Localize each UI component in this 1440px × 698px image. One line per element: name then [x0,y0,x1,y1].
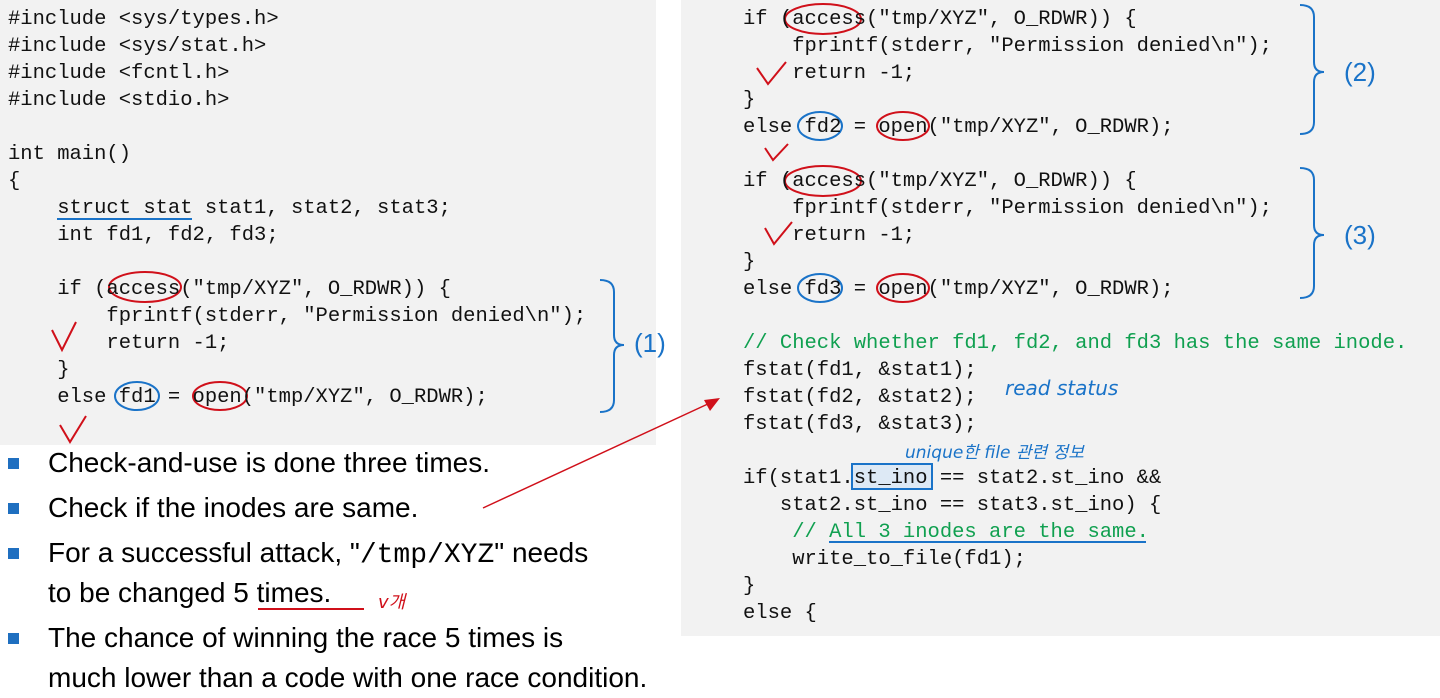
code-line: #include <sys/stat.h> [8,35,267,58]
code-line [743,141,1407,168]
bullet-text: Check if the inodes are same. [48,492,419,523]
code-line: fprintf(stderr, "Permission denied\n"); [743,197,1272,220]
code-line: } [743,251,756,274]
code-line: } [8,359,70,382]
bullet-text: For a successful attack, "/tmp/XYZ" need… [48,533,588,576]
code-line: int fd1, fd2, fd3; [8,224,279,247]
bracket-3 [1299,167,1325,299]
code-line: if (access("tmp/XYZ", O_RDWR)) { [8,278,451,301]
access-circle-3 [784,165,862,197]
path-text: /tmp/XYZ [359,540,495,571]
text-segment: " needs [494,537,589,568]
code-line: else fd3 = open("tmp/XYZ", O_RDWR); [743,278,1174,301]
code-comment-line: // All 3 inodes are the same. [743,521,1149,544]
code-line: } [743,89,756,112]
check-mark-icon [764,143,789,162]
code-line: fstat(fd2, &stat2); [743,386,977,409]
five-times-text: 5 times [233,577,324,608]
open-circle-1 [192,381,248,411]
code-line: fstat(fd1, &stat1); [743,359,977,382]
code-line: return -1; [8,332,230,355]
code-line: #include <fcntl.h> [8,62,230,85]
code-line: int main() [8,143,132,166]
bullet-square-icon [8,458,19,469]
access-circle-1 [108,271,182,303]
bracket-2 [1299,4,1325,135]
code-line: else fd1 = open("tmp/XYZ", O_RDWR); [8,386,488,409]
bullet-text: Check-and-use is done three times. [48,447,490,478]
code-line: write_to_file(fd1); [743,548,1026,571]
pointer-arrow-line [482,402,711,509]
bracket-label-1: (1) [634,328,666,358]
code-line: return -1; [743,224,916,247]
open-circle-3 [876,273,930,303]
check-mark-icon [756,61,787,86]
st-ino-highlight-box [851,463,933,490]
code-line: if(stat1.st_ino == stat2.st_ino && [743,467,1162,490]
code-line: } [743,575,756,598]
code-line: struct stat stat1, stat2, stat3; [8,197,451,220]
access-circle-2 [784,3,862,35]
text-segment: . [323,577,332,608]
bracket-1 [599,279,625,413]
code-line [8,249,586,276]
code-line: fprintf(stderr, "Permission denied\n"); [743,35,1272,58]
code-line: if (access("tmp/XYZ", O_RDWR)) { [743,8,1137,31]
check-mark-icon [59,415,87,444]
code-line [743,303,1407,330]
fd1-circle [114,381,160,411]
code-line: else fd2 = open("tmp/XYZ", O_RDWR); [743,116,1174,139]
code-line: #include <sys/types.h> [8,8,279,31]
check-mark-icon [51,321,77,353]
open-circle-2 [876,111,930,141]
code-line: { [8,170,21,193]
bracket-label-2: (2) [1344,57,1376,87]
fd2-circle [797,111,843,141]
code-line: fstat(fd3, &stat3); [743,413,977,436]
code-line [8,114,586,141]
right-code-block: if (access("tmp/XYZ", O_RDWR)) { fprintf… [743,6,1407,627]
bullet-square-icon [8,548,19,559]
handwritten-read-status: read status [1005,376,1119,400]
code-line: return -1; [743,62,916,85]
left-code-block: #include <sys/types.h> #include <sys/stat… [8,6,586,411]
arrow-head-icon [704,398,720,411]
bracket-label-3: (3) [1344,220,1376,250]
text-segment: For a successful attack, " [48,537,360,568]
code-line: #include <stdio.h> [8,89,230,112]
code-line: else { [743,602,817,625]
text-segment: to be changed [48,577,234,608]
fd3-circle [797,273,843,303]
left-code-panel [0,0,656,445]
bullet-text-line2: much lower than a code with one race con… [48,662,648,693]
code-comment-line: // Check whether fd1, fd2, and fd3 has t… [743,332,1408,355]
handwritten-v-note: v개 [378,592,406,613]
check-mark-icon [764,221,793,246]
code-line: stat2.st_ino == stat3.st_ino) { [743,494,1162,517]
code-line: if (access("tmp/XYZ", O_RDWR)) { [743,170,1137,193]
bullet-square-icon [8,503,19,514]
bullet-text: The chance of winning the race 5 times i… [48,622,564,653]
bullet-square-icon [8,633,19,644]
bullet-text-line2: to be changed 5 times. [48,573,331,613]
handwritten-unique-info: unique한 file 관련 정보 [905,443,1084,463]
code-line: fprintf(stderr, "Permission denied\n"); [8,305,587,328]
